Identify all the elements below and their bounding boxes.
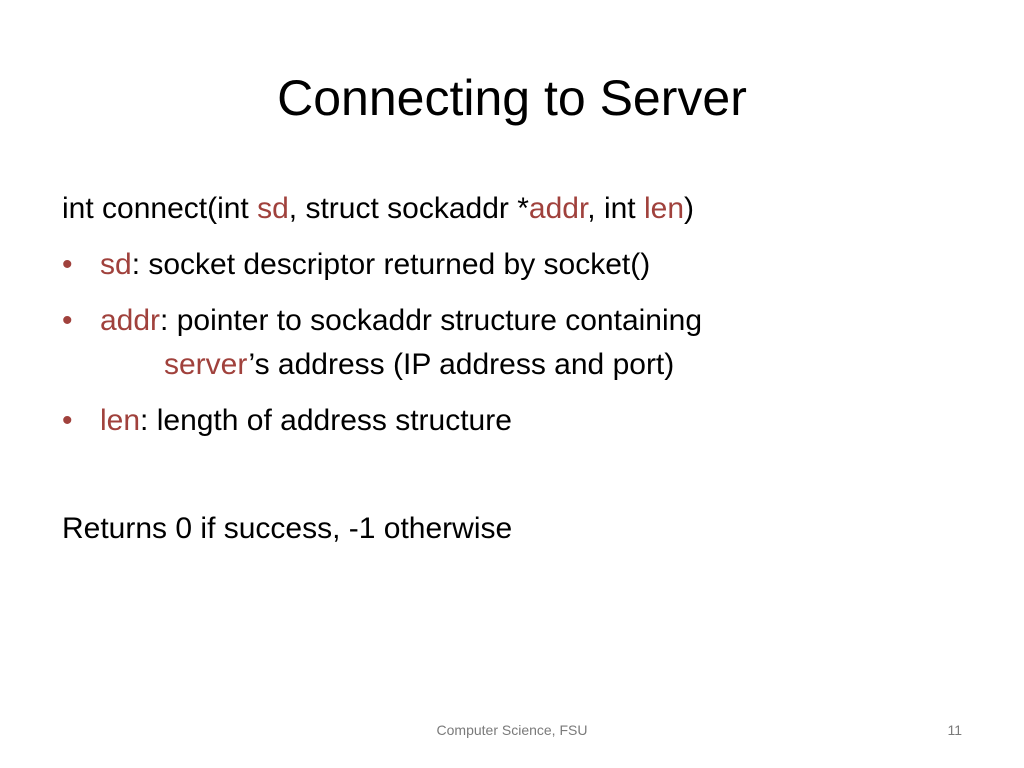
bullet-term: len bbox=[100, 404, 141, 437]
slide-title: Connecting to Server bbox=[277, 70, 747, 126]
bullet-addr-text: addr: pointer to sockaddr structure cont… bbox=[100, 298, 962, 344]
bullet-addr: • addr: pointer to sockaddr structure co… bbox=[62, 298, 962, 388]
bullet-len: • len: length of address structure bbox=[62, 398, 962, 444]
bullet-sd: • sd: socket descriptor returned by sock… bbox=[62, 242, 962, 288]
page-number: 11 bbox=[947, 722, 962, 738]
signature-part-2: , struct sockaddr * bbox=[288, 192, 529, 225]
slide-footer: Computer Science, FSU bbox=[436, 722, 588, 738]
bullet-icon: • bbox=[62, 404, 73, 437]
bullet-icon: • bbox=[62, 248, 73, 281]
bullet-icon: • bbox=[62, 304, 73, 337]
bullet-term: sd bbox=[100, 248, 132, 281]
function-signature: int connect(int sd, struct sockaddr *add… bbox=[62, 186, 962, 232]
signature-arg-sd: sd bbox=[257, 192, 289, 225]
returns-note: Returns 0 if success, -1 otherwise bbox=[62, 512, 513, 545]
signature-part-4: ) bbox=[684, 192, 695, 225]
spacer bbox=[62, 444, 962, 506]
signature-arg-len: len bbox=[643, 192, 685, 225]
bullet-sd-text: sd: socket descriptor returned by socket… bbox=[100, 242, 962, 288]
bullet-description: : length of address structure bbox=[140, 404, 512, 437]
bullet-len-text: len: length of address structure bbox=[100, 398, 962, 444]
slide-body: int connect(int sd, struct sockaddr *add… bbox=[62, 186, 962, 552]
signature-arg-addr: addr bbox=[528, 192, 588, 225]
bullet-term: addr bbox=[100, 304, 161, 337]
continuation-term: server bbox=[164, 348, 249, 381]
bullet-description: : pointer to sockaddr structure containi… bbox=[160, 304, 703, 337]
continuation-description: ’s address (IP address and port) bbox=[248, 348, 675, 381]
signature-part-1: int connect(int bbox=[62, 192, 258, 225]
signature-part-3: , int bbox=[587, 192, 644, 225]
bullet-addr-continuation: server’s address (IP address and port) bbox=[100, 342, 962, 388]
bullet-description: : socket descriptor returned by socket() bbox=[131, 248, 651, 281]
